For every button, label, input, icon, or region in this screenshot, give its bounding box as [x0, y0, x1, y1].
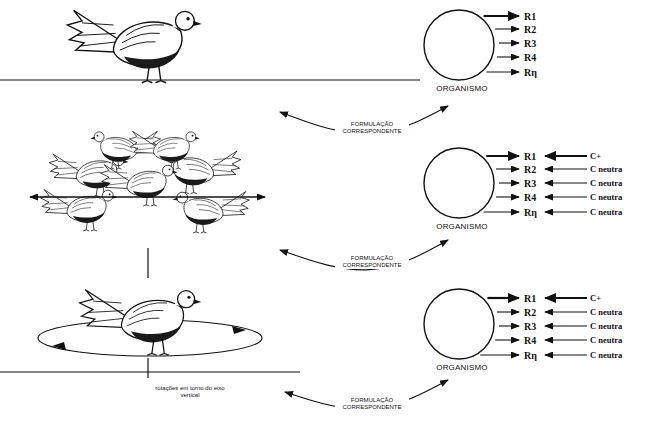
response-label: R1	[524, 11, 536, 22]
correspondence-label: FORMULAÇÃO CORRESPONDENTE	[335, 255, 409, 269]
stimulus-label: C neutra	[590, 350, 622, 360]
response-arrow	[545, 325, 587, 326]
stimulus-label: C neutra	[590, 307, 622, 317]
response-label: R3	[524, 38, 536, 49]
response-arrow	[499, 325, 519, 326]
stimulus-label: C+	[590, 151, 601, 161]
response-arrow	[497, 311, 519, 312]
response-label: R4	[524, 335, 536, 346]
response-label: R1	[524, 293, 536, 304]
response-arrow	[480, 354, 519, 355]
response-arrow	[499, 42, 519, 43]
node-label: ORGANISMO	[414, 222, 510, 231]
response-label: R3	[524, 178, 536, 189]
organism-circle: ORGANISMO	[414, 9, 510, 93]
response-arrow	[487, 297, 519, 299]
stimulus-label: C neutra	[590, 178, 622, 188]
response-arrow	[484, 211, 519, 212]
response-arrow	[545, 339, 587, 340]
circle-outline	[414, 147, 504, 221]
response-arrow	[545, 155, 587, 157]
response-arrow	[545, 297, 587, 299]
stimulus-label: C neutra	[590, 192, 622, 202]
response-label: R4	[524, 192, 536, 203]
response-label: Rη	[524, 67, 537, 78]
response-arrow	[497, 56, 519, 57]
response-label: R4	[524, 52, 536, 63]
stimulus-label: C neutra	[590, 321, 622, 331]
response-arrow	[545, 311, 587, 312]
response-label: R2	[524, 164, 536, 175]
correspondence-label: FORMULAÇÃO CORRESPONDENTE	[335, 121, 409, 135]
response-arrow	[496, 168, 519, 169]
stimulus-label: C neutra	[590, 335, 622, 345]
response-arrow	[486, 71, 519, 72]
response-arrow	[545, 211, 587, 212]
response-label: R2	[524, 307, 536, 318]
response-arrow	[545, 354, 587, 355]
response-label: R1	[524, 151, 536, 162]
response-arrow	[496, 196, 519, 197]
response-label: Rη	[524, 207, 537, 218]
organism-circle: ORGANISMO	[414, 147, 510, 231]
response-arrow	[495, 339, 519, 340]
circle-outline	[414, 288, 504, 362]
node-label: ORGANISMO	[414, 84, 510, 93]
response-arrow	[545, 196, 587, 197]
stimulus-label: C neutra	[590, 207, 622, 217]
circle-outline	[414, 9, 504, 83]
response-label: R2	[524, 24, 536, 35]
correspondence-label: FORMULAÇÃO CORRESPONDENTE	[335, 397, 409, 411]
response-arrow	[545, 168, 587, 169]
response-label: Rη	[524, 350, 537, 361]
response-arrow	[484, 15, 519, 17]
response-label: R3	[524, 321, 536, 332]
response-arrow	[495, 28, 519, 29]
response-arrow	[545, 182, 587, 183]
stimulus-label: C+	[590, 293, 601, 303]
note-label: rotações em torno do eixo vertical	[154, 385, 226, 399]
response-arrow	[499, 182, 519, 183]
organism-circle: ORGANISMO	[414, 288, 510, 372]
stimulus-label: C neutra	[590, 164, 622, 174]
correspondence-arrow	[280, 240, 448, 270]
response-arrow	[486, 155, 519, 157]
node-label: ORGANISMO	[414, 363, 510, 372]
